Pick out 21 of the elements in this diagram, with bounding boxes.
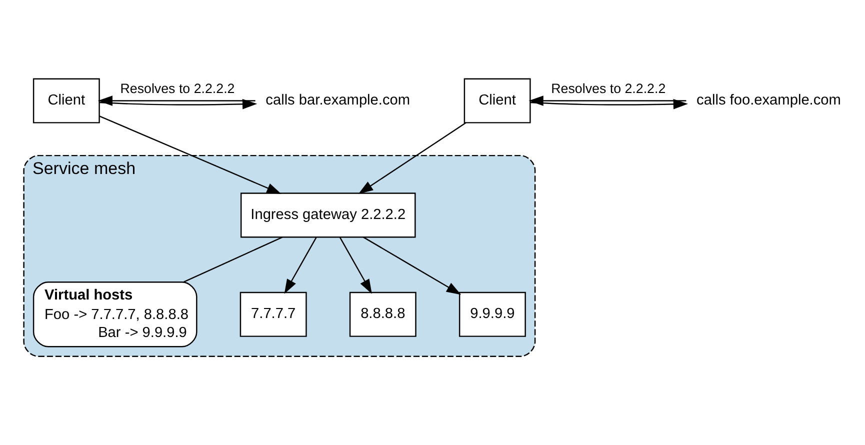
node-text: calls bar.example.com xyxy=(266,92,410,109)
node-box: Client xyxy=(464,78,531,124)
node-box: 7.7.7.7 xyxy=(240,292,307,337)
arrow xyxy=(530,99,688,110)
node-text: calls foo.example.com xyxy=(696,92,841,109)
edge-label: Resolves to 2.2.2.2 xyxy=(551,81,666,96)
arrow xyxy=(358,122,466,194)
arrow xyxy=(100,99,258,110)
node-box: 9.9.9.9 xyxy=(458,292,526,337)
arrow xyxy=(363,236,462,295)
arrow xyxy=(284,237,317,294)
edge-label: Resolves to 2.2.2.2 xyxy=(120,81,235,96)
arrow xyxy=(528,96,686,106)
connector xyxy=(184,236,283,283)
arrow xyxy=(99,116,282,194)
node-box: 8.8.8.8 xyxy=(349,292,416,337)
node-box: Client xyxy=(32,78,100,124)
arrow xyxy=(98,96,256,106)
node-box: Ingress gateway 2.2.2.2 xyxy=(240,192,416,238)
arrow xyxy=(339,237,372,294)
node-box: Virtual hosts Foo -> 7.7.7.7, 8.8.8.8 Bar -> 9.9.9.9 xyxy=(32,282,198,348)
